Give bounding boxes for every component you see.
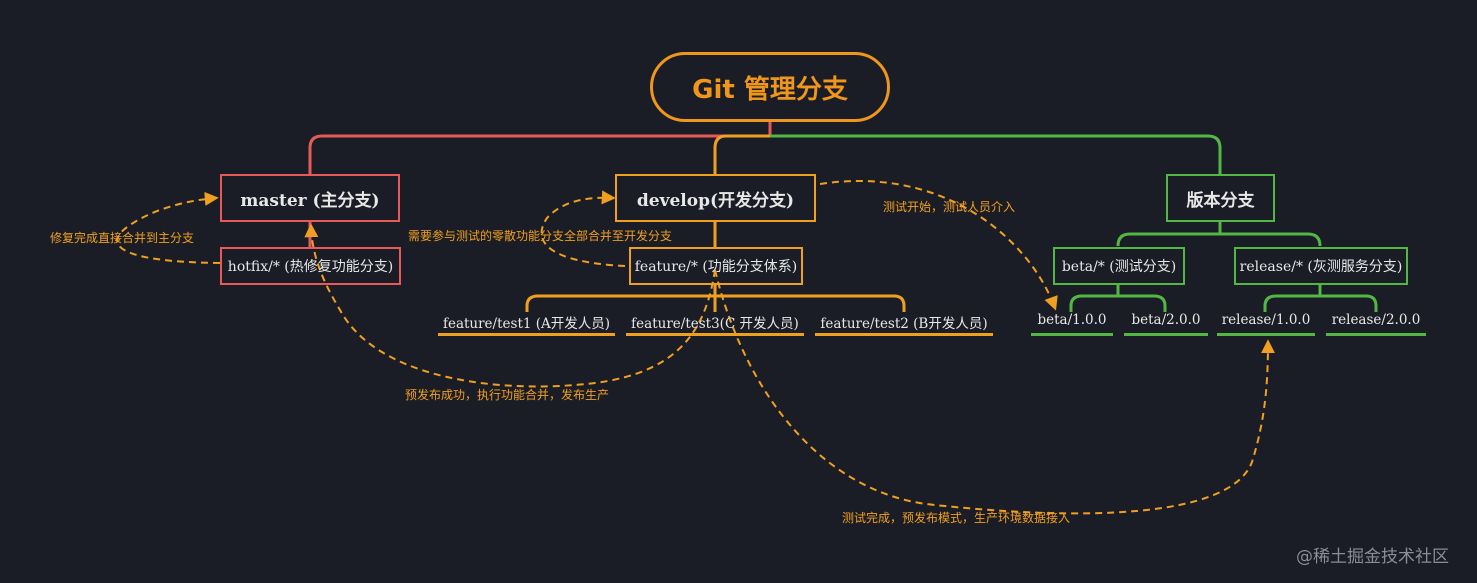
hotfix-branch-node: hotfix/* (热修复功能分支) — [220, 247, 401, 285]
root-node: Git 管理分支 — [650, 52, 890, 122]
leaf-beta-1-0-0: beta/1.0.0 — [1031, 312, 1113, 336]
edge-version-split — [1116, 221, 1322, 247]
flow-hotfix-to-master — [116, 191, 221, 264]
beta-branch-node: beta/* (测试分支) — [1053, 247, 1185, 285]
release-branch-node: release/* (灰测服务分支) — [1234, 247, 1408, 285]
annotation-test-start: 测试开始，测试人员介入 — [883, 200, 1016, 214]
leaf-release-2-0-0: release/2.0.0 — [1326, 312, 1426, 336]
annotation-prerelease-success: 预发布成功，执行功能合并，发布生产 — [405, 388, 610, 402]
edge-root-develop — [713, 134, 770, 175]
edge-feature-leaves — [525, 284, 906, 312]
feature-branch-node: feature/* (功能分支体系) — [629, 247, 803, 285]
flow-test-complete-to-release — [714, 269, 1275, 515]
annotation-feature-merge: 需要参与测试的零散功能分支全部合并至开发分支 — [408, 229, 673, 243]
annotation-test-complete: 测试完成，预发布模式，生产环境数据接入 — [842, 511, 1071, 525]
flow-develop-to-beta — [819, 180, 1058, 311]
develop-branch-node: develop(开发分支) — [615, 174, 816, 222]
edge-root-master — [308, 122, 772, 175]
leaf-feature-test1: feature/test1 (A开发人员) — [438, 312, 615, 336]
watermark: @稀土掘金技术社区 — [1296, 547, 1449, 567]
version-branch-node: 版本分支 — [1166, 174, 1275, 222]
leaf-beta-2-0-0: beta/2.0.0 — [1124, 312, 1208, 336]
master-branch-node: master (主分支) — [220, 174, 400, 222]
leaf-feature-test3: feature/test3(C 开发人员) — [626, 312, 804, 336]
edge-release-leaves — [1263, 284, 1378, 312]
flow-feature-to-develop — [540, 190, 626, 267]
leaf-feature-test2: feature/test2 (B开发人员) — [815, 312, 993, 336]
leaf-release-1-0-0: release/1.0.0 — [1217, 312, 1315, 336]
annotation-hotfix-merge: 修复完成直接合并到主分支 — [50, 231, 195, 245]
edge-root-version — [770, 134, 1222, 175]
edge-beta-leaves — [1069, 284, 1167, 312]
